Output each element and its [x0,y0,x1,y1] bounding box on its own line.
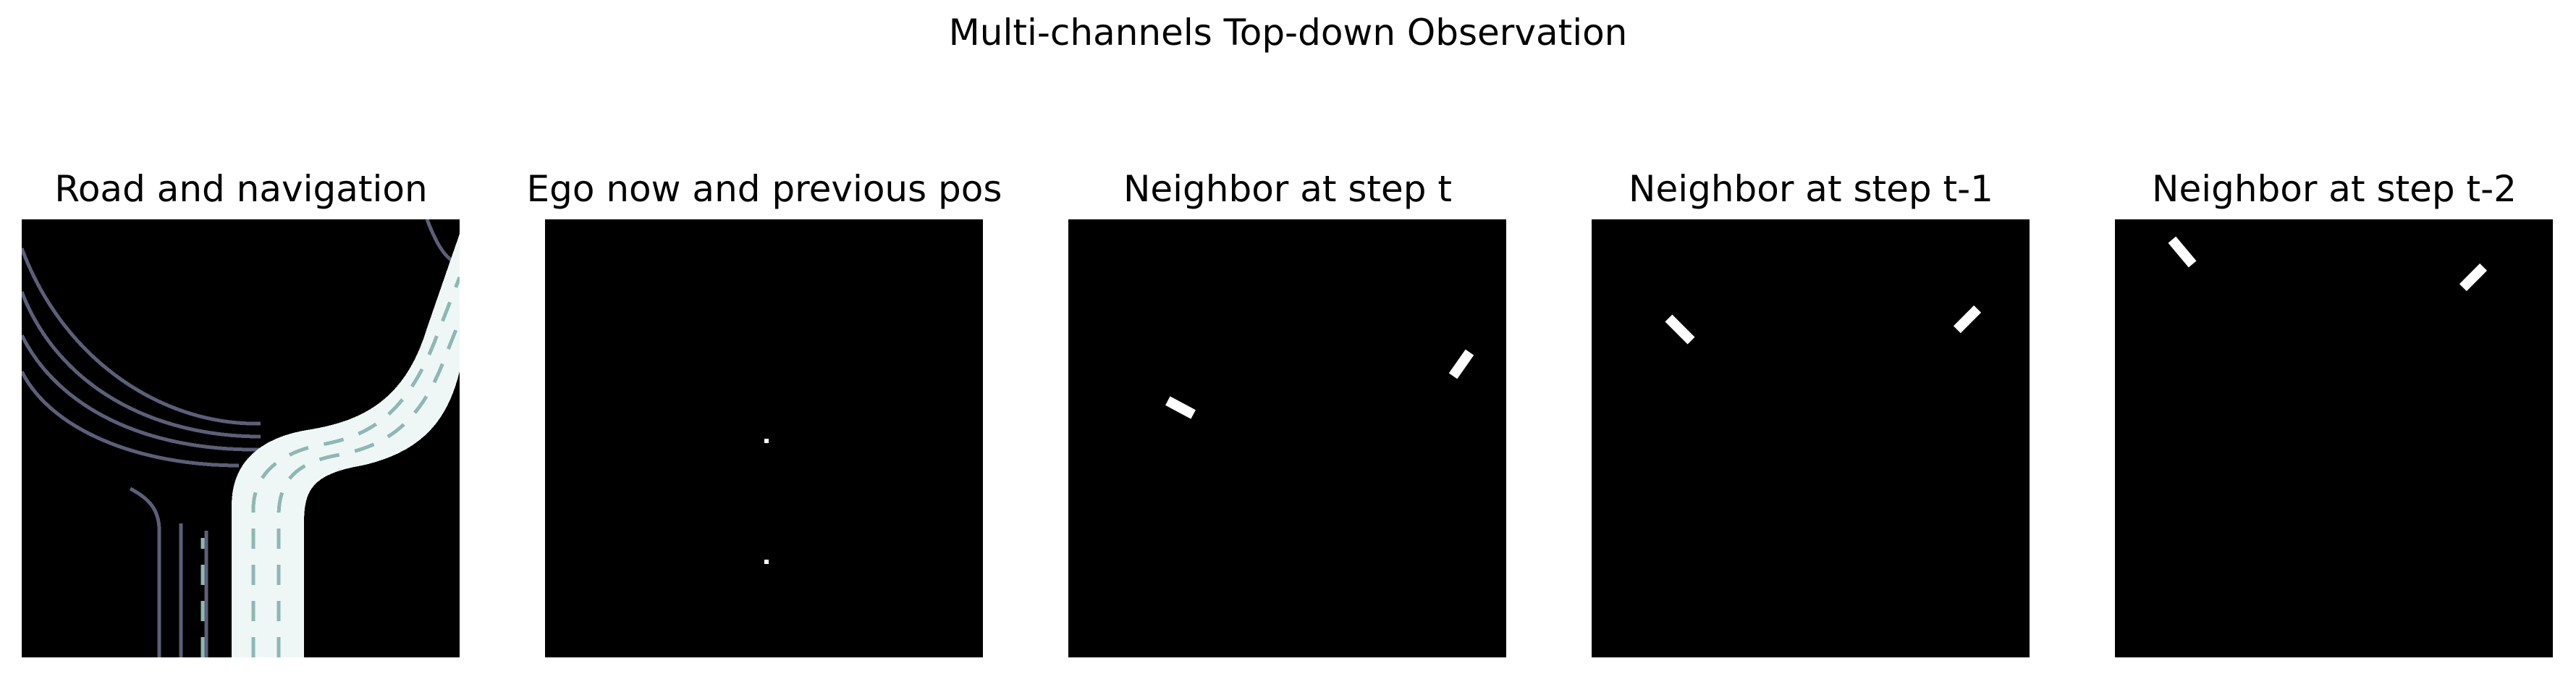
neighbor-vehicle [1165,396,1196,419]
panel-neighbor-t-2 [2115,219,2553,657]
road-edge-lines [22,219,460,657]
ego-now-marker [764,439,769,443]
neighbor-t-2-image [2115,219,2553,657]
panel-neighbor-t [1068,219,1506,657]
panel-title-ego: Ego now and previous pos [526,168,1002,210]
neighbor-vehicle [1448,349,1474,379]
panel-title-neighbor-t: Neighbor at step t [1123,168,1453,210]
panel-road-navigation [22,219,460,657]
ego-image [545,219,983,657]
panel-title-road-navigation: Road and navigation [54,168,428,210]
neighbor-t-1-image [1592,219,2030,657]
neighbor-vehicle [2168,236,2197,268]
neighbor-t-image [1068,219,1506,657]
panel-neighbor-t-1 [1592,219,2030,657]
figure-title: Multi-channels Top-down Observation [948,12,1628,54]
road-navigation-image [22,219,460,657]
ego-previous-marker [764,560,769,564]
panel-ego [545,219,983,657]
neighbor-vehicle [1665,314,1695,345]
neighbor-vehicle [2459,263,2488,292]
panel-title-neighbor-t-1: Neighbor at step t-1 [1629,168,1993,210]
lane-markings [200,277,460,657]
neighbor-vehicle [1953,305,1982,334]
panel-title-neighbor-t-2: Neighbor at step t-2 [2152,168,2517,210]
navigation-route [232,234,460,657]
